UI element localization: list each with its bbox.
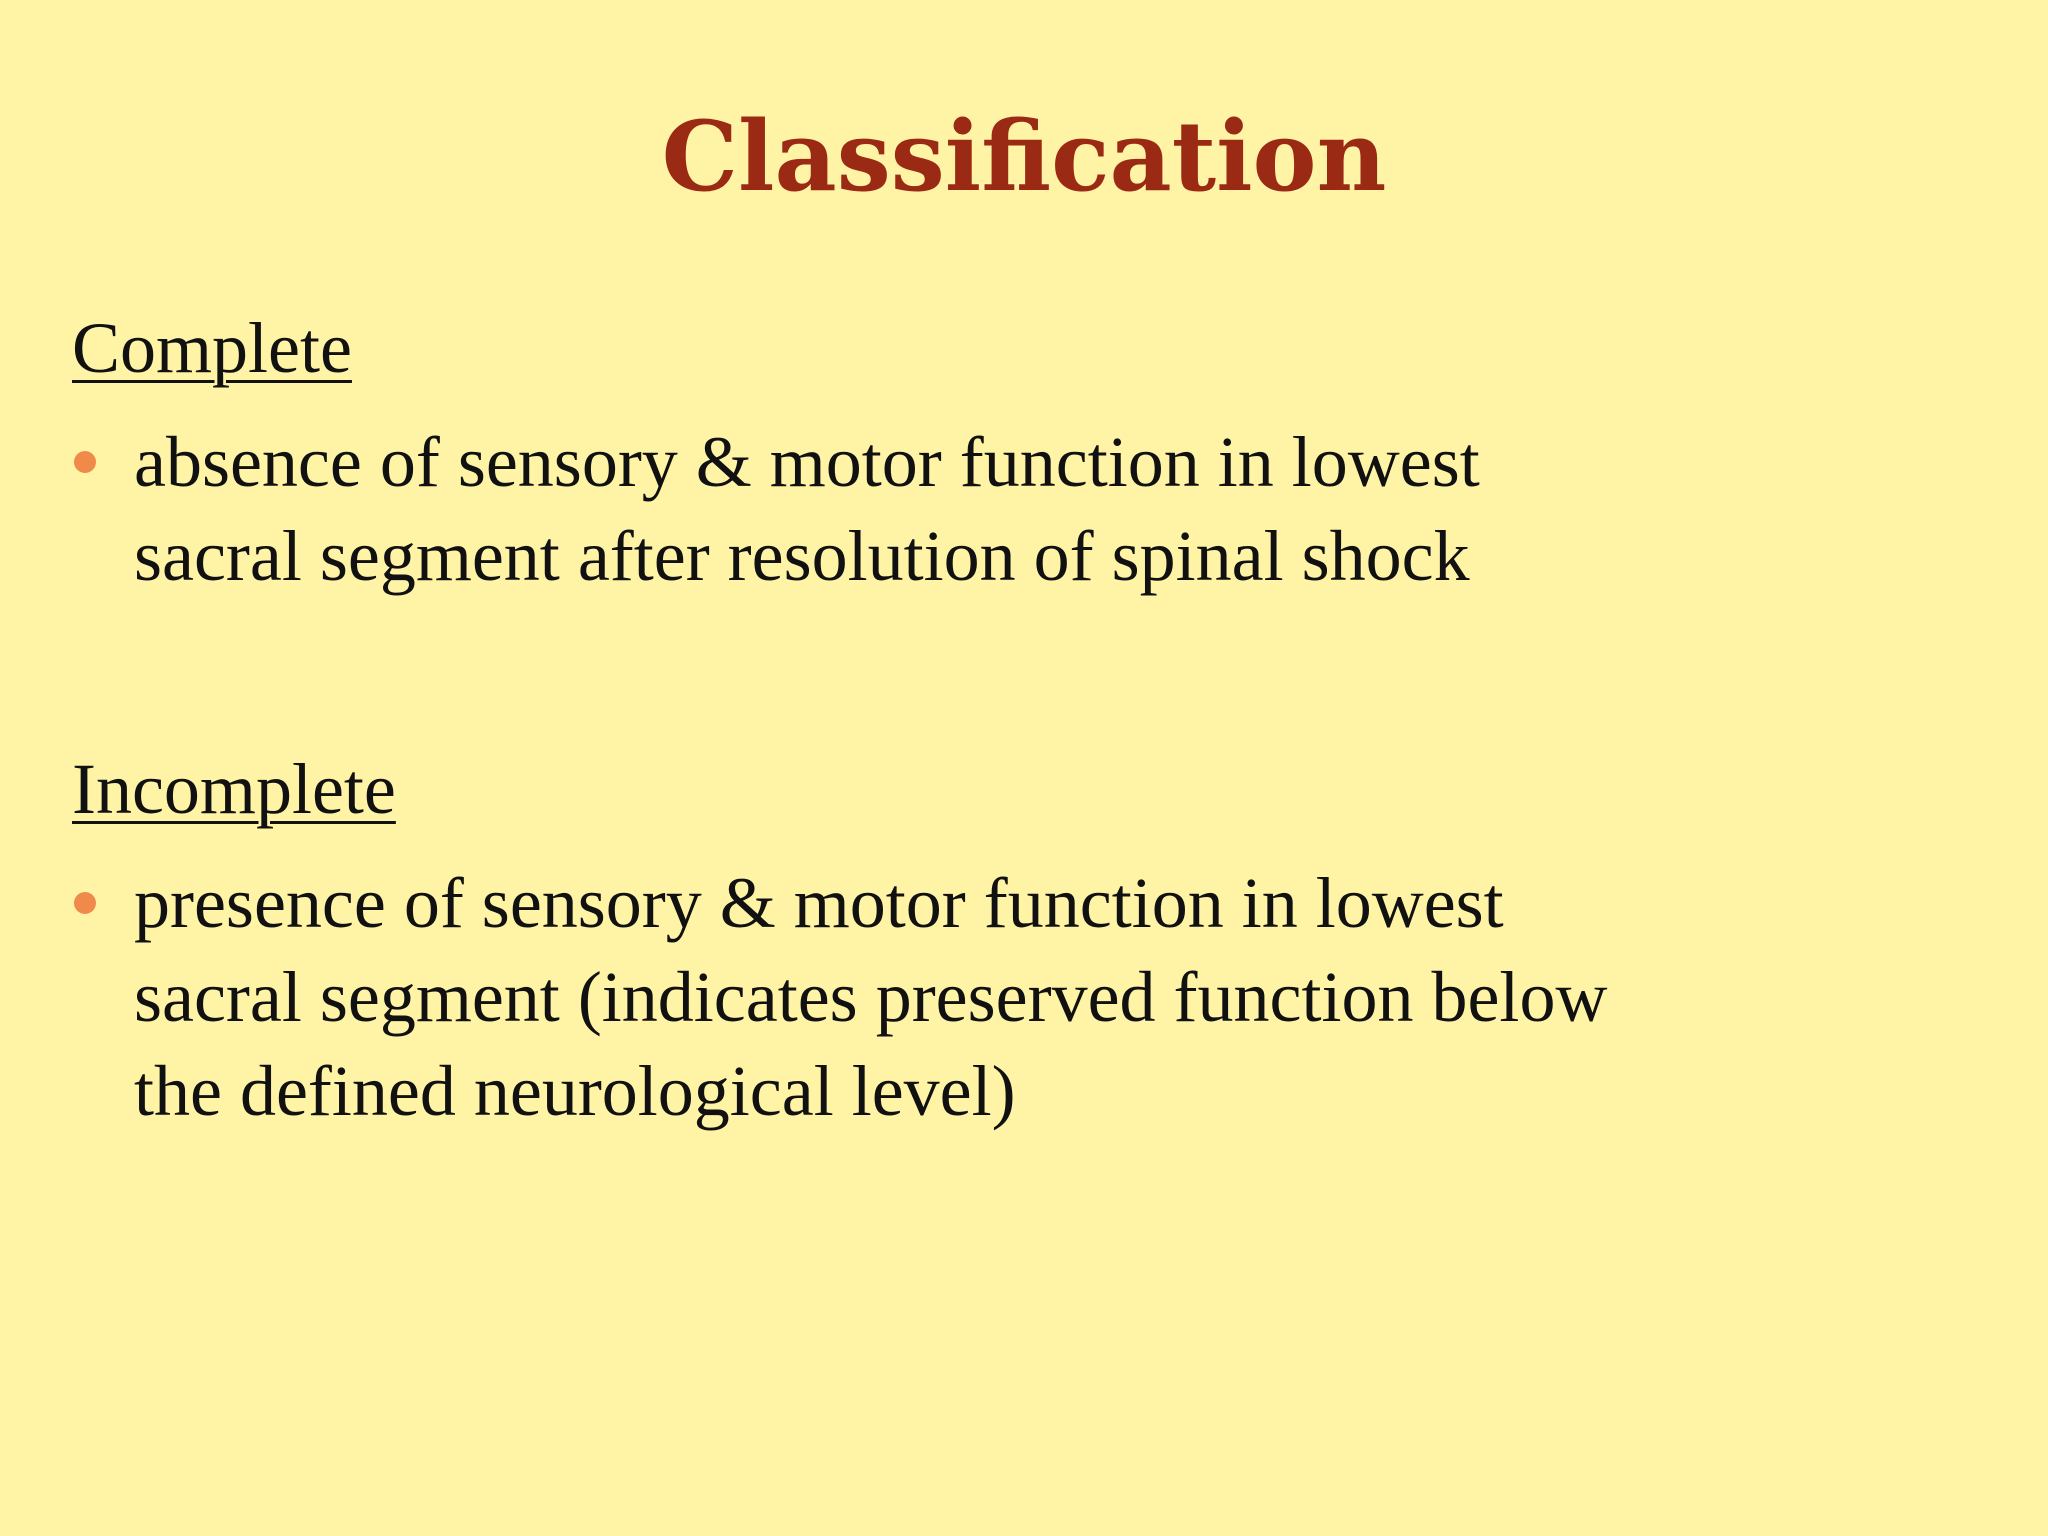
bullet-dot-icon — [74, 892, 96, 915]
bullet-line: the defined neurological level) — [134, 1051, 1016, 1132]
bullet-dot-icon — [74, 451, 96, 474]
slide-title: Classification — [661, 100, 1387, 213]
section-heading-complete: Complete — [72, 308, 352, 388]
section-complete: Complete absence of sensory & motor func… — [72, 305, 1972, 603]
bullet-complete: absence of sensory & motor function in l… — [72, 415, 1972, 603]
bullet-line: sacral segment after resolution of spina… — [134, 516, 1470, 597]
section-heading-incomplete: Incomplete — [72, 749, 396, 829]
bullet-line: sacral segment (indicates preserved func… — [134, 957, 1608, 1038]
bullet-line: absence of sensory & motor function in l… — [134, 422, 1480, 503]
bullet-line: presence of sensory & motor function in … — [134, 863, 1504, 944]
section-incomplete: Incomplete presence of sensory & motor f… — [72, 746, 1972, 1138]
bullet-incomplete: presence of sensory & motor function in … — [72, 856, 1972, 1138]
